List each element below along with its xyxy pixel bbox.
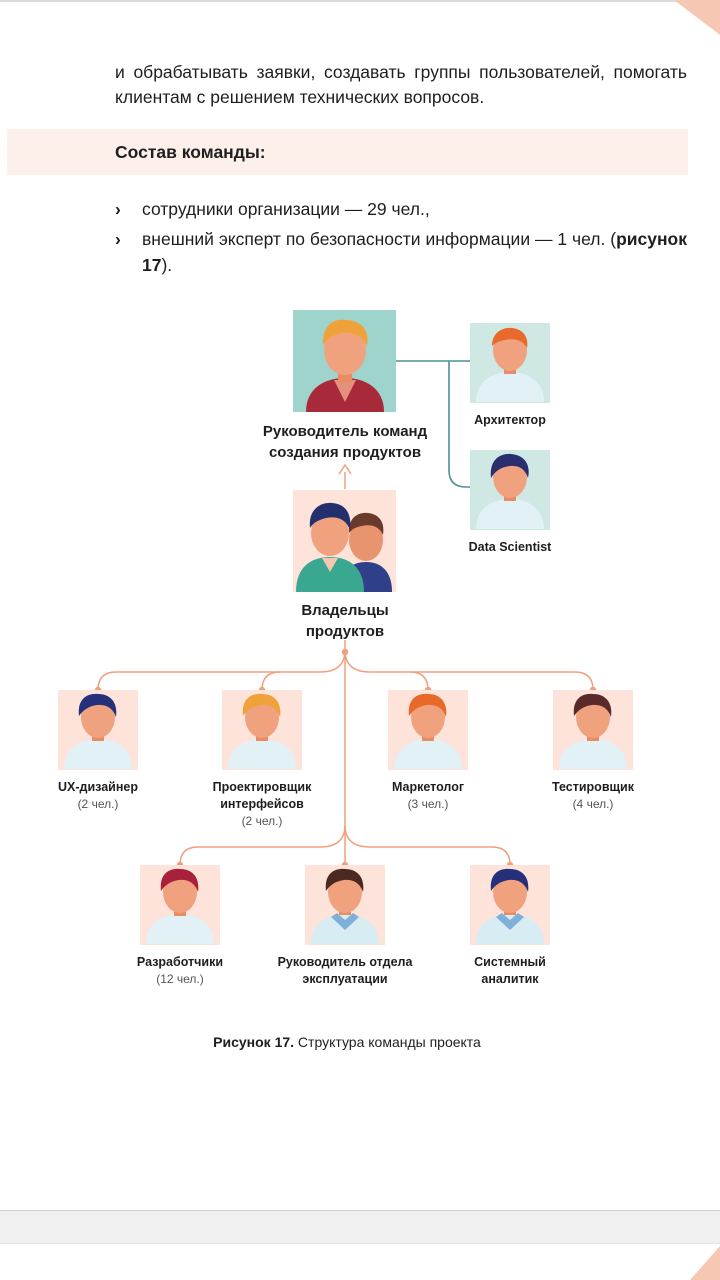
bullet-chevron-icon: › (115, 199, 121, 219)
interface-designer-label-line2: интерфейсов (220, 797, 304, 811)
intro-paragraph: и обрабатывать заявки, создавать группы … (115, 62, 687, 107)
developers-count: (12 чел.) (156, 972, 204, 986)
team-lead-label-line1: Руководитель команд (263, 423, 428, 440)
team-list: › сотрудники организации — 29 чел., › вн… (115, 196, 687, 282)
developers-avatar (140, 865, 220, 945)
ux-designer-label: UX-дизайнер (58, 780, 138, 794)
architect-avatar (470, 323, 550, 403)
corner-decoration-top (674, 0, 720, 35)
system-analyst-label-line2: аналитик (481, 972, 539, 986)
system-analyst-label-line1: Системный (474, 955, 546, 969)
bullet-chevron-icon: › (115, 229, 121, 249)
ux-designer-avatar (58, 690, 138, 770)
architect-label: Архитектор (474, 413, 546, 427)
team-lead-label-line2: создания продуктов (269, 444, 421, 461)
developers-label: Разработчики (137, 955, 223, 969)
system-analyst-avatar (470, 865, 550, 945)
list-item: › внешний эксперт по безопасности информ… (115, 226, 687, 278)
corner-decoration-bottom (690, 1246, 720, 1280)
figure-caption: Рисунок 17. Структура команды проекта (0, 1034, 694, 1050)
data-scientist-label: Data Scientist (469, 540, 553, 554)
figure-number: Рисунок 17. (213, 1034, 295, 1050)
operations-head-label-line1: Руководитель отдела (278, 955, 414, 969)
ux-designer-count: (2 чел.) (78, 797, 119, 811)
interface-designer-avatar (222, 690, 302, 770)
data-scientist-avatar (470, 450, 550, 530)
product-owners-label-line2: продуктов (306, 623, 384, 640)
team-structure-diagram: Руководитель команд создания продуктов А… (58, 310, 635, 986)
marketer-count: (3 чел.) (408, 797, 449, 811)
marketer-label: Маркетолог (392, 780, 464, 794)
section-band: Состав команды: (7, 129, 688, 175)
list-item-text-end: ). (161, 255, 173, 275)
team-lead-avatar (293, 310, 396, 412)
interface-designer-label-line1: Проектировщик (213, 780, 312, 794)
page-top-border (0, 0, 720, 2)
list-item-text: внешний эксперт по безопасности информац… (142, 229, 617, 249)
operations-head-avatar (305, 865, 385, 945)
tester-label: Тестировщик (552, 780, 635, 794)
operations-head-label-line2: эксплуатации (302, 972, 387, 986)
product-owners-label-line1: Владельцы (301, 602, 388, 619)
figure-reference: рисунок 17 (142, 229, 687, 275)
list-item-text: сотрудники организации — 29 чел., (142, 199, 430, 219)
page-separator (0, 1210, 720, 1244)
marketer-avatar (388, 690, 468, 770)
product-owners-avatar (293, 490, 396, 592)
figure-caption-text: Структура команды проекта (294, 1034, 481, 1050)
section-title: Состав команды: (115, 142, 266, 162)
list-item: › сотрудники организации — 29 чел., (115, 196, 687, 222)
tester-avatar (553, 690, 633, 770)
interface-designer-count: (2 чел.) (242, 814, 283, 828)
tester-count: (4 чел.) (573, 797, 614, 811)
